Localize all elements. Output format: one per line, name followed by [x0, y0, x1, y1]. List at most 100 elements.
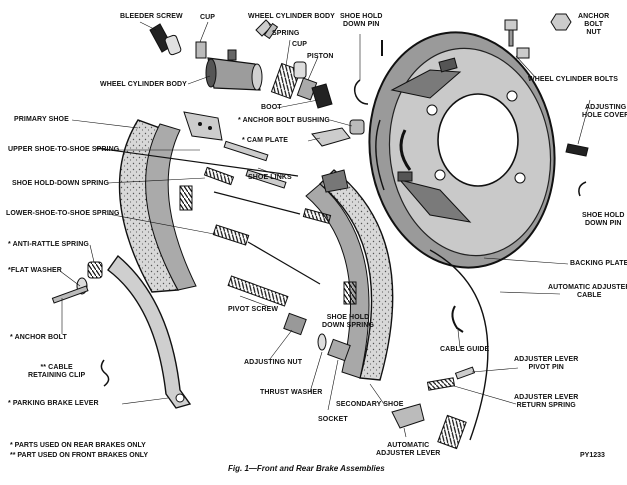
backing-plate [368, 31, 556, 269]
piston-top [195, 41, 207, 59]
label-bleeder: BLEEDER SCREW [120, 13, 183, 20]
label-line: ADJUSTER LEVER [514, 394, 579, 401]
parking-brake-lever [107, 254, 192, 409]
upper-shoe-spring [95, 147, 299, 177]
label-shoe-hold-down-pin-right: SHOE HOLD DOWN PIN [582, 212, 625, 228]
label-hold-down-spring: SHOE HOLD-DOWN SPRING [12, 180, 109, 187]
label-parking-brake-lever: * PARKING BRAKE LEVER [8, 400, 99, 407]
cup-top [164, 34, 182, 56]
label-adjusting-hole-cover: ADJUSTING HOLE COVER [582, 104, 627, 120]
leader-lines [59, 21, 591, 438]
label-line: AUTOMATIC [387, 442, 430, 449]
label-cylinder-body-top: WHEEL CYLINDER BODY [248, 13, 335, 20]
label-line: SHOE HOLD [582, 212, 625, 219]
cable-guide [451, 305, 464, 333]
label-cup-top: CUP [200, 14, 216, 21]
label-spring: SPRING [272, 30, 300, 37]
label-line: AUTOMATIC ADJUSTER [548, 284, 627, 291]
label-primary-shoe: PRIMARY SHOE [14, 116, 69, 123]
label-line: DOWN SPRING [322, 322, 375, 329]
label-line: HOLE COVER [582, 112, 627, 119]
cup-mid [293, 61, 307, 79]
thrust-washer [317, 333, 327, 351]
label-line: CABLE [576, 292, 602, 299]
automatic-adjuster-lever [391, 403, 425, 429]
long-spring [213, 191, 332, 224]
label-line: SHOE HOLD [340, 13, 383, 20]
socket [327, 338, 351, 362]
adjusting-nut [283, 312, 307, 336]
label-upper-spring: UPPER SHOE-TO-SHOE SPRING [8, 146, 120, 153]
label-line: ANCHOR [578, 13, 610, 20]
label-socket: SOCKET [318, 416, 348, 423]
lower-shoe-spring [212, 224, 321, 285]
label-line: DOWN PIN [584, 220, 622, 227]
wheel-cylinder-body [205, 49, 263, 91]
adjuster-cable [429, 249, 489, 450]
cam-plate [311, 127, 351, 147]
shoe-hold-down-spring [179, 166, 235, 211]
label-anti-rattle: * ANTI-RATTLE SPRING [8, 241, 89, 248]
adjusting-hole-cover [565, 143, 589, 157]
label-anchor-bolt-nut: ANCHOR BOLT NUT [578, 13, 609, 37]
label-line: BOLT [584, 21, 604, 28]
label-thrust-washer: THRUST WASHER [260, 389, 323, 396]
label-boot: BOOT [261, 104, 282, 111]
label-line: PIVOT PIN [528, 364, 564, 371]
label-line: RETURN SPRING [516, 402, 576, 409]
footnote-front: ** PART USED ON FRONT BRAKES ONLY [10, 452, 149, 459]
label-wheel-cylinder-body: WHEEL CYLINDER BODY [100, 81, 187, 88]
label-wheel-cylinder-bolts: WHEEL CYLINDER BOLTS [528, 76, 619, 83]
label-line: DOWN PIN [342, 21, 380, 28]
primary-shoe [118, 111, 223, 293]
footnote-rear: * PARTS USED ON REAR BRAKES ONLY [10, 442, 146, 449]
label-anchor-bolt: * ANCHOR BOLT [10, 334, 67, 341]
spring-cylinder [270, 62, 302, 100]
label-flat-washer: *FLAT WASHER [8, 267, 62, 274]
label-shoe-links: SHOE LINKS [248, 174, 292, 181]
label-cam-plate: * CAM PLATE [242, 137, 289, 144]
anchor-bolt-nut [550, 13, 572, 31]
label-line: RETAINING CLIP [28, 372, 86, 379]
label-line: ADJUSTER LEVER [514, 356, 579, 363]
hold-down-pin-top [353, 40, 383, 105]
bleeder-screw [255, 19, 279, 40]
label-backing-plate: BACKING PLATE [570, 260, 627, 267]
label-adjuster-lever-return-spring: ADJUSTER LEVER RETURN SPRING [514, 394, 578, 410]
label-line: SHOE HOLD [326, 314, 370, 321]
shoe-hold-down-spring-mid [343, 281, 357, 305]
label-lower-spring: LOWER-SHOE-TO-SHOE SPRING [6, 210, 120, 217]
shoe-hold-down-pin-right [578, 181, 587, 197]
label-shoe-hold-down-pin: SHOE HOLD DOWN PIN [340, 13, 383, 29]
figure-caption: Fig. 1—Front and Rear Brake Assemblies [228, 464, 385, 473]
label-line: ** CABLE [40, 364, 73, 371]
label-line: NUT [586, 29, 601, 36]
label-line: ADJUSTING [584, 104, 627, 111]
label-adjusting-nut: ADJUSTING NUT [244, 359, 303, 366]
label-line: ADJUSTER LEVER [376, 450, 441, 457]
label-anchor-bolt-bushing: * ANCHOR BOLT BUSHING [238, 117, 330, 124]
label-cable-retaining-clip: ** CABLE RETAINING CLIP [28, 364, 85, 380]
label-secondary-shoe: SECONDARY SHOE [336, 401, 404, 408]
label-cup-mid: CUP [292, 41, 308, 48]
label-auto-adjuster-cable: AUTOMATIC ADJUSTER CABLE [548, 284, 627, 300]
cable-retaining-clip [100, 359, 110, 387]
anchor-bolt [51, 285, 89, 304]
label-adjuster-lever-pivot-pin: ADJUSTER LEVER PIVOT PIN [514, 356, 578, 372]
label-pivot-screw: PIVOT SCREW [228, 306, 279, 313]
label-piston: PISTON [307, 53, 334, 60]
anchor-bolt-bushing [349, 119, 365, 135]
secondary-shoe [305, 169, 394, 381]
pivot-screw [227, 275, 289, 307]
label-shoe-hold-down-spring-mid: SHOE HOLD DOWN SPRING [322, 314, 374, 330]
anti-rattle-spring [87, 261, 103, 279]
adjuster-lever-return-spring [426, 377, 456, 391]
shoe-links [223, 140, 287, 189]
adjuster-lever-pivot-pin [454, 366, 476, 380]
figure-code: PY1233 [580, 452, 605, 459]
boot-mid [311, 83, 333, 109]
label-auto-adjuster-lever: AUTOMATIC ADJUSTER LEVER [376, 442, 440, 458]
wheel-cylinder-bolts [504, 19, 530, 59]
